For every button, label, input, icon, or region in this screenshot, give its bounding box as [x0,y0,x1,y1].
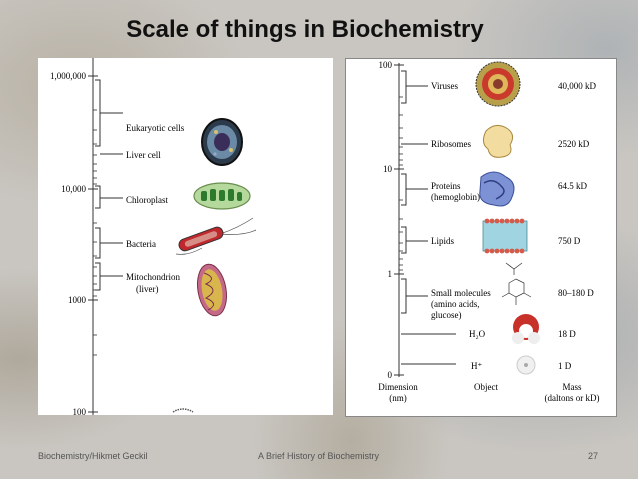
water-molecule-icon [512,314,540,344]
partial-icon [172,408,194,413]
hemoglobin-icon [479,171,515,207]
lipid-bilayer-icon [482,218,528,254]
mass-value: 18 D [558,329,576,339]
footer-title: A Brief History of Biochemistry [258,451,380,461]
item-label: (liver) [136,284,159,294]
item-label: Mitochondrion [126,272,180,282]
item-label: Ribosomes [431,139,472,149]
item-label: Chloroplast [126,195,168,205]
footer-author: Biochemistry/Hikmet Geckil [38,451,148,461]
tick-label: 10 [383,164,393,174]
item-label: (amino acids, [431,299,480,309]
right-scale-figure: 100 10 1 0 Viruses Ribosomes Proteins (h… [345,58,617,417]
tick-label: 10,000 [61,184,86,194]
mass-value: 40,000 kD [558,81,597,91]
page-number: 27 [588,451,599,461]
tick-label: 0 [388,370,393,380]
item-label: Eukaryotic cells [126,123,185,133]
item-label: Bacteria [126,239,156,249]
ribosome-icon [482,125,514,158]
bracket-small-molecules [401,278,428,314]
column-header: Dimension [378,382,418,392]
mass-value: 750 D [558,236,581,246]
column-header: (nm) [389,393,407,403]
item-label: Lipids [431,236,454,246]
bracket-mitochondrion [95,262,123,291]
column-header: (daltons or kD) [545,393,600,403]
item-label: glucose) [431,310,462,320]
mass-value: 1 D [558,361,572,371]
item-label: Proteins [431,181,461,191]
molecule-structure-icon [501,262,532,305]
slide-title: Scale of things in Biochemistry [126,16,484,43]
column-header: Mass [562,382,581,392]
mass-value: 2520 kD [558,139,590,149]
bracket-bacteria [95,227,123,259]
bracket-chloroplast [95,185,123,209]
tick-label: 1000 [68,295,87,305]
item-label: Small molecules [431,288,491,298]
item-label: (hemoglobin) [431,192,480,202]
column-header: Object [474,382,498,392]
tick-label: 100 [73,407,87,415]
item-label: H⁺ [471,361,482,371]
tick-label: 1 [388,269,393,279]
tick-label: 1,000,000 [50,71,87,81]
proton-icon [516,355,536,375]
eukaryotic-cell-icon [201,118,243,166]
item-label: Viruses [431,81,458,91]
item-label: H₂O [469,329,486,339]
mass-value: 64.5 kD [558,181,588,191]
left-scale-figure: 1,000,000 10,000 1000 100 Eukaryotic cel… [38,58,333,415]
bacterium-icon [175,217,257,255]
mitochondrion-icon [196,263,228,317]
bracket-lipids [401,226,428,254]
chloroplast-icon [193,182,251,210]
bracket-viruses [401,70,428,104]
item-label: Liver cell [126,150,161,160]
tick-label: 100 [379,60,393,70]
bracket-proteins [401,173,428,206]
virus-icon [475,61,521,107]
mass-value: 80–180 D [558,288,594,298]
bracket-eukaryotic [95,79,123,147]
